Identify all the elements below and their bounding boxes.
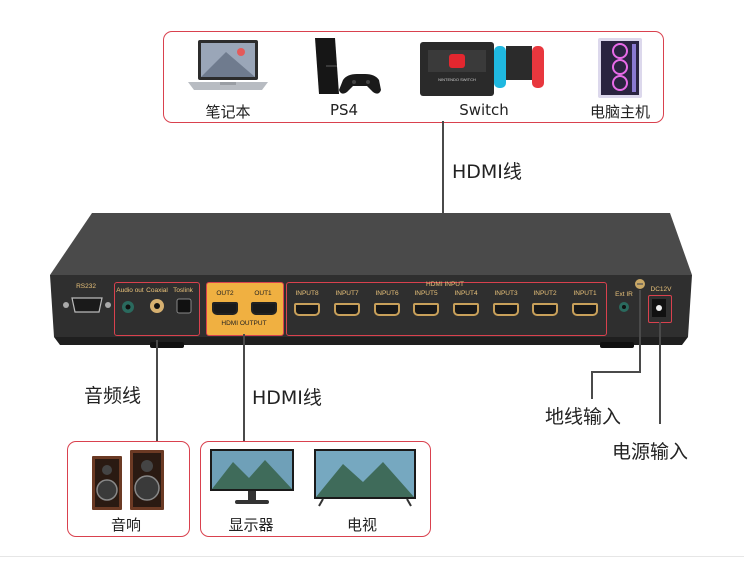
hdmi-output-label: HDMI OUTPUT — [221, 320, 267, 327]
ps4-label: PS4 — [329, 101, 359, 119]
monitor-label: 显示器 — [228, 516, 274, 534]
ground-wire-h — [591, 371, 641, 373]
coaxial-label: Coaxial — [146, 287, 168, 294]
hdmi-input4-port — [453, 303, 479, 316]
ground-input-label: 地线输入 — [545, 406, 622, 428]
hdmi-input2-port — [532, 303, 558, 316]
hdmi-input1-port — [572, 303, 598, 316]
hdmi-input7-port — [334, 303, 360, 316]
hdmi-input-cable — [442, 121, 444, 289]
pc-tower-icon — [598, 38, 642, 98]
rs232-port — [63, 297, 111, 313]
power-wire — [659, 322, 661, 424]
input1-label: INPUT1 — [573, 290, 597, 297]
audio-out-jack — [122, 301, 134, 313]
input2-label: INPUT2 — [533, 290, 557, 297]
hdmi-output-cable — [243, 334, 245, 442]
ps4-icon — [315, 38, 381, 94]
ground-wire-v — [639, 290, 641, 373]
audio-cable — [156, 340, 158, 442]
audio-cable-label: 音频线 — [84, 385, 142, 407]
switch-label: Switch — [459, 101, 509, 119]
dc-power-jack — [652, 299, 666, 317]
audio-port-frame-box — [114, 282, 200, 336]
input7-label: INPUT7 — [335, 290, 359, 297]
input3-label: INPUT3 — [494, 290, 518, 297]
input8-label: INPUT8 — [295, 290, 319, 297]
input4-label: INPUT4 — [454, 290, 478, 297]
hdmi-out1-port — [251, 302, 277, 315]
hdmi-input-label: HDMI INPUT — [426, 281, 464, 288]
hdmi-input-block — [286, 282, 607, 336]
hdmi-input8-port — [294, 303, 320, 316]
hdmi-input3-port — [493, 303, 519, 316]
bottom-divider — [0, 556, 744, 557]
hdmi-input5-port — [413, 303, 439, 316]
ext-ir-label: Ext IR — [615, 291, 633, 298]
toslink-port — [176, 298, 192, 314]
out1-label: OUT1 — [254, 290, 272, 297]
monitor-icon — [210, 449, 294, 504]
ext-ir-jack — [619, 302, 629, 312]
hdmi-input6-port — [374, 303, 400, 316]
hdmi-input-cable-label: HDMI线 — [452, 161, 522, 183]
switch-icon — [420, 42, 544, 96]
hdmi-output-cable-label: HDMI线 — [252, 387, 322, 409]
laptop-icon — [188, 40, 268, 90]
pc-label: 电脑主机 — [589, 103, 650, 121]
tv-icon — [314, 449, 416, 507]
input5-label: INPUT5 — [414, 290, 438, 297]
speaker-box — [67, 441, 190, 537]
ground-wire-v2 — [591, 371, 593, 399]
audio-out-label: Audio out — [116, 287, 144, 294]
hdmi-out2-port — [212, 302, 238, 315]
toslink-label: Toslink — [173, 287, 193, 294]
power-input-label: 电源输入 — [612, 441, 689, 463]
rs232-label: RS232 — [76, 283, 96, 290]
tv-label: 电视 — [346, 516, 377, 534]
switch-dock-logo: NINTENDO SWITCH — [438, 77, 476, 82]
coaxial-jack — [150, 299, 164, 313]
input6-label: INPUT6 — [375, 290, 399, 297]
speaker-label: 音响 — [110, 516, 141, 534]
dc12v-label: DC12V — [650, 286, 672, 293]
out2-label: OUT2 — [216, 290, 234, 297]
speaker-icon — [92, 450, 164, 510]
laptop-label: 笔记本 — [205, 103, 251, 121]
ground-screw-icon — [635, 279, 645, 289]
